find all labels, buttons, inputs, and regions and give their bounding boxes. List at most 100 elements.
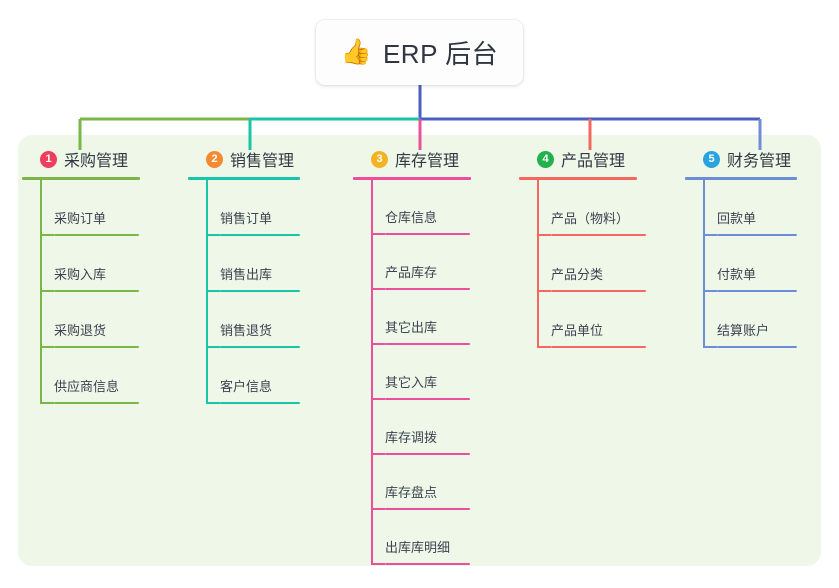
branch-header-2[interactable]: 2 销售管理	[184, 147, 344, 171]
branch-item-connector	[371, 343, 385, 345]
branch-title-3: 库存管理	[395, 153, 460, 170]
branch-item[interactable]: 库存盘点	[349, 455, 509, 510]
branch-item-underline	[220, 234, 300, 236]
branch-underline-4	[519, 177, 637, 180]
branch-item-underline	[54, 234, 139, 236]
branch-item[interactable]: 供应商信息	[18, 348, 178, 404]
branch-items-1: 采购订单采购入库采购退货供应商信息	[18, 180, 178, 404]
branch-item-underline	[551, 234, 646, 236]
branch-item-underline	[551, 290, 646, 292]
branch-underline-1	[22, 177, 140, 180]
branch-badge-4: 4	[537, 150, 554, 168]
branch-item-label: 库存盘点	[385, 485, 438, 500]
branch-item-label: 仓库信息	[385, 210, 438, 225]
branch-item-label: 产品（物料）	[551, 211, 630, 226]
branch-item[interactable]: 仓库信息	[349, 180, 509, 235]
branch-item-label: 库存调拨	[385, 430, 438, 445]
branch-item-label: 结算账户	[717, 323, 770, 338]
branch-item-connector	[371, 398, 385, 400]
root-node[interactable]: 👍 ERP 后台	[316, 20, 523, 85]
branch-item-connector	[371, 288, 385, 290]
branch-item[interactable]: 付款单	[681, 236, 831, 292]
branch-item-label: 其它出库	[385, 320, 438, 335]
branch-item-label: 回款单	[717, 211, 757, 226]
branches-panel	[18, 135, 821, 566]
branch-item-connector	[371, 508, 385, 510]
branch-item-connector	[206, 402, 220, 404]
branch-item[interactable]: 其它入库	[349, 345, 509, 400]
branch-item[interactable]: 回款单	[681, 180, 831, 236]
branch-underline-5	[685, 177, 797, 180]
branch-item-underline	[385, 343, 470, 345]
branch-item-underline	[220, 402, 300, 404]
branch-item-label: 销售出库	[220, 267, 273, 282]
branch-item-underline	[385, 288, 470, 290]
branch-item-underline	[717, 346, 797, 348]
branch-item-underline	[54, 290, 139, 292]
branch-item-underline	[717, 290, 797, 292]
branch-item-connector	[40, 234, 54, 236]
branch-item-underline	[385, 508, 470, 510]
branch-item-connector	[703, 234, 717, 236]
branch-item[interactable]: 其它出库	[349, 290, 509, 345]
branch-item-underline	[717, 234, 797, 236]
branch-title-2: 销售管理	[230, 153, 295, 170]
branch-item-underline	[385, 233, 470, 235]
branch-spine-4	[537, 180, 539, 348]
branch-spine-1	[40, 180, 42, 404]
branch-item[interactable]: 产品单位	[515, 292, 675, 348]
branch-items-4: 产品（物料） 产品分类产品单位	[515, 180, 675, 348]
branch-item[interactable]: 产品库存	[349, 235, 509, 290]
branch-item-connector	[371, 233, 385, 235]
branch-item[interactable]: 采购退货	[18, 292, 178, 348]
branch-item-label: 销售退货	[220, 323, 273, 338]
branch-item[interactable]: 销售出库	[184, 236, 344, 292]
branch-item[interactable]: 库存调拨	[349, 400, 509, 455]
branch-item[interactable]: 出库库明细	[349, 510, 509, 565]
branch-spine-5	[703, 180, 705, 348]
branch-item-underline	[220, 290, 300, 292]
branch-items-3: 仓库信息产品库存其它出库其它入库库存调拨库存盘点出库库明细	[349, 180, 509, 565]
branch-item[interactable]: 采购订单	[18, 180, 178, 236]
branch-items-5: 回款单付款单结算账户	[681, 180, 831, 348]
branch-item[interactable]: 销售退货	[184, 292, 344, 348]
branch-underline-3	[353, 177, 471, 180]
branch-title-4: 产品管理	[561, 153, 626, 170]
branch-header-4[interactable]: 4 产品管理	[515, 147, 675, 171]
branch-item[interactable]: 结算账户	[681, 292, 831, 348]
branch-badge-1: 1	[40, 150, 57, 168]
branch-item-label: 产品分类	[551, 267, 604, 282]
branch-item-underline	[54, 346, 139, 348]
branch-item-label: 付款单	[717, 267, 757, 282]
branch-item-underline	[220, 346, 300, 348]
branch-item[interactable]: 销售订单	[184, 180, 344, 236]
branch-item-underline	[551, 346, 646, 348]
branch-item-label: 产品单位	[551, 323, 604, 338]
branch-item-underline	[385, 398, 470, 400]
branch-item-connector	[206, 290, 220, 292]
branch-item[interactable]: 产品分类	[515, 236, 675, 292]
branch-item[interactable]: 客户信息	[184, 348, 344, 404]
branch-item-label: 其它入库	[385, 375, 438, 390]
branch-item-label: 采购退货	[54, 323, 107, 338]
branch-item[interactable]: 产品（物料）	[515, 180, 675, 236]
branch-item-underline	[385, 563, 470, 565]
branch-badge-2: 2	[206, 150, 223, 168]
branch-item-label: 产品库存	[385, 265, 438, 280]
branch-item-label: 采购入库	[54, 267, 107, 282]
branch-item-connector	[206, 346, 220, 348]
branch-item[interactable]: 采购入库	[18, 236, 178, 292]
branch-item-connector	[537, 290, 551, 292]
branch-item-connector	[40, 346, 54, 348]
branch-item-connector	[537, 234, 551, 236]
branch-item-connector	[40, 290, 54, 292]
branch-title-5: 财务管理	[727, 153, 792, 170]
branch-item-connector	[703, 290, 717, 292]
branch-column-4: 4 产品管理产品（物料） 产品分类产品单位	[515, 147, 675, 348]
